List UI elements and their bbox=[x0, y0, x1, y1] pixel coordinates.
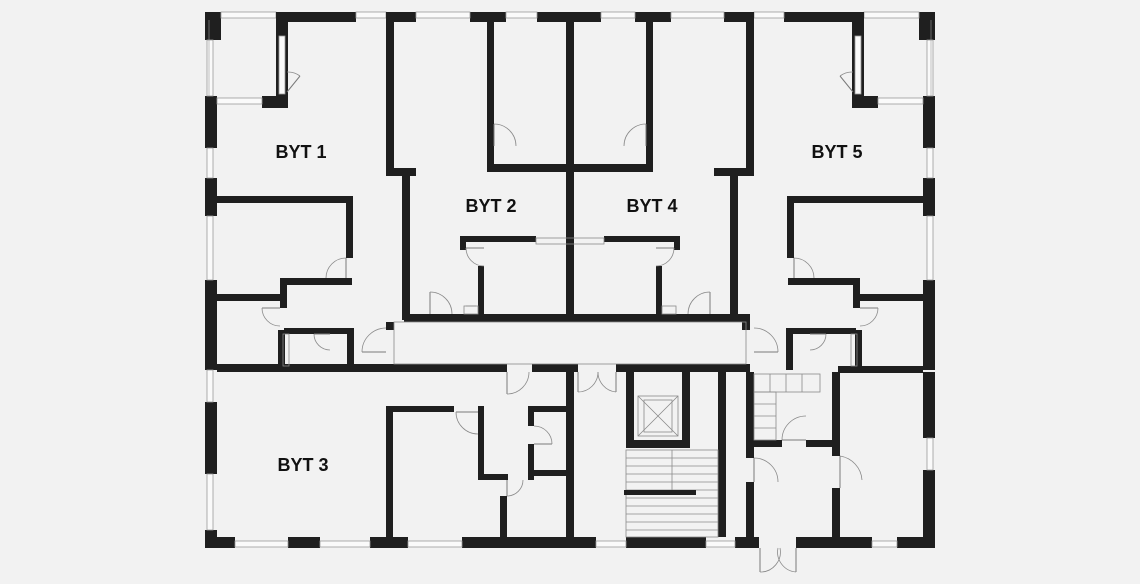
apartment-label-byt4: BYT 4 bbox=[626, 196, 677, 216]
loggia-left bbox=[208, 12, 288, 108]
apartment-labels: BYT 1 BYT 2 BYT 4 BYT 5 BYT 3 bbox=[275, 142, 862, 475]
apartment-label-byt5: BYT 5 bbox=[811, 142, 862, 162]
stairs-icon bbox=[624, 373, 821, 538]
door-swing-icon bbox=[261, 71, 879, 573]
apartment-label-byt2: BYT 2 bbox=[465, 196, 516, 216]
apartment-label-byt3: BYT 3 bbox=[277, 455, 328, 475]
window-icon bbox=[206, 11, 934, 548]
interior-walls bbox=[217, 12, 923, 537]
apartment-label-byt1: BYT 1 bbox=[275, 142, 326, 162]
exterior-walls bbox=[205, 12, 935, 548]
elevator-icon bbox=[637, 395, 679, 437]
hallway-outline bbox=[282, 237, 858, 367]
loggia-right bbox=[852, 12, 932, 108]
